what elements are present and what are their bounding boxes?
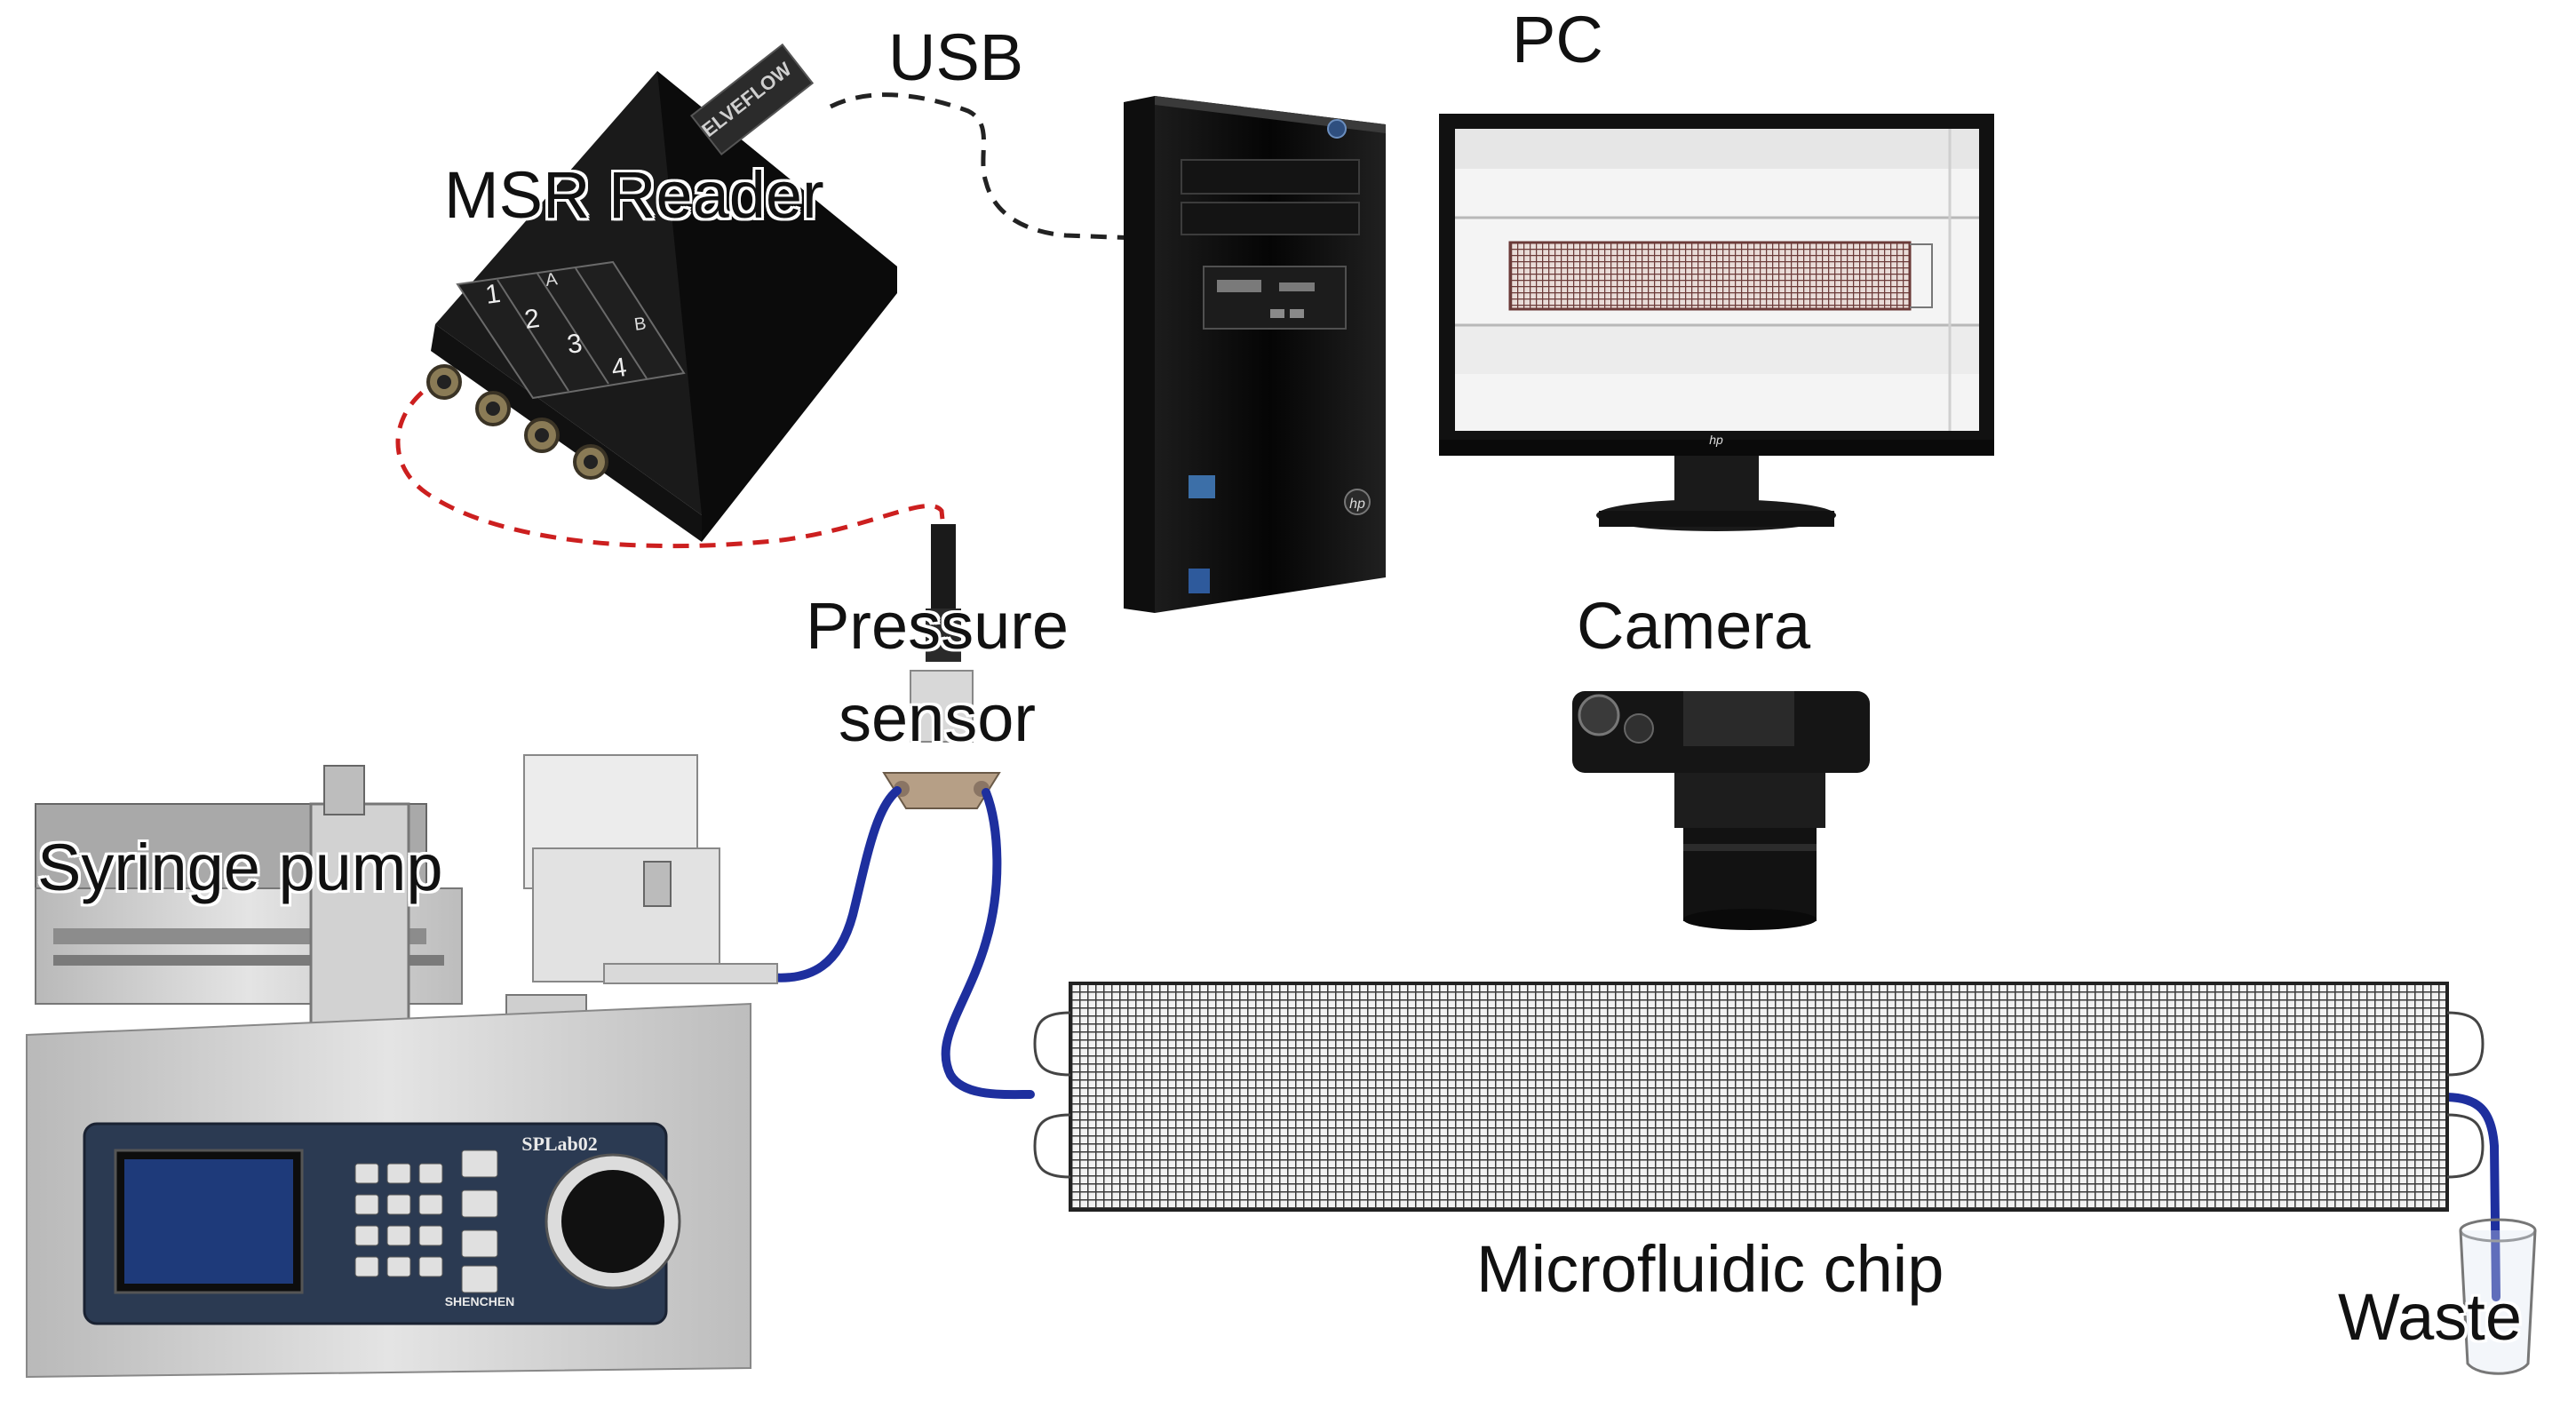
camera-device [1572,691,1870,930]
pc-tower [1124,96,1386,613]
monitor-logo: hp [1709,433,1723,447]
pump-model-label: SPLab02 [521,1133,598,1155]
reader-group-a-label: A [545,269,560,290]
msr-reader-label: MSR Reader [444,158,824,232]
waste-label: Waste [2338,1280,2522,1354]
sensor-cable [395,375,946,549]
syringe-pump [26,754,778,1379]
pressure-sensor [882,524,1001,809]
pressure-sensor-label-line2: sensor [838,681,1037,755]
tubing-chip-to-waste [2443,1093,2500,1301]
usb-cable [829,92,1138,241]
waste-beaker [2459,1218,2537,1375]
pc-logo: hp [1349,497,1365,512]
pc-monitor [1439,114,1994,531]
pressure-sensor-label-line1: Pressure [805,589,1069,663]
microfluidic-chip-label: Microfluidic chip [1476,1232,1944,1306]
reader-port-2-label: 2 [522,304,541,335]
syringe-pump-label: Syringe pump [37,831,443,904]
tubing-pump-to-sensor [764,786,902,982]
reader-group-b-label: B [633,314,648,335]
camera-label: Camera [1577,589,1811,663]
msr-reader-device [426,43,897,542]
pump-brand-label: SHENCHEN [445,1294,515,1309]
tubing-sensor-to-chip [941,788,1035,1100]
reader-port-1-label: 1 [483,279,502,310]
reader-port-4-label: 4 [609,353,628,384]
reader-port-3-label: 3 [565,329,584,360]
microfluidic-chip [1033,982,2485,1212]
usb-label: USB [888,20,1024,94]
pc-label: PC [1512,3,1603,76]
